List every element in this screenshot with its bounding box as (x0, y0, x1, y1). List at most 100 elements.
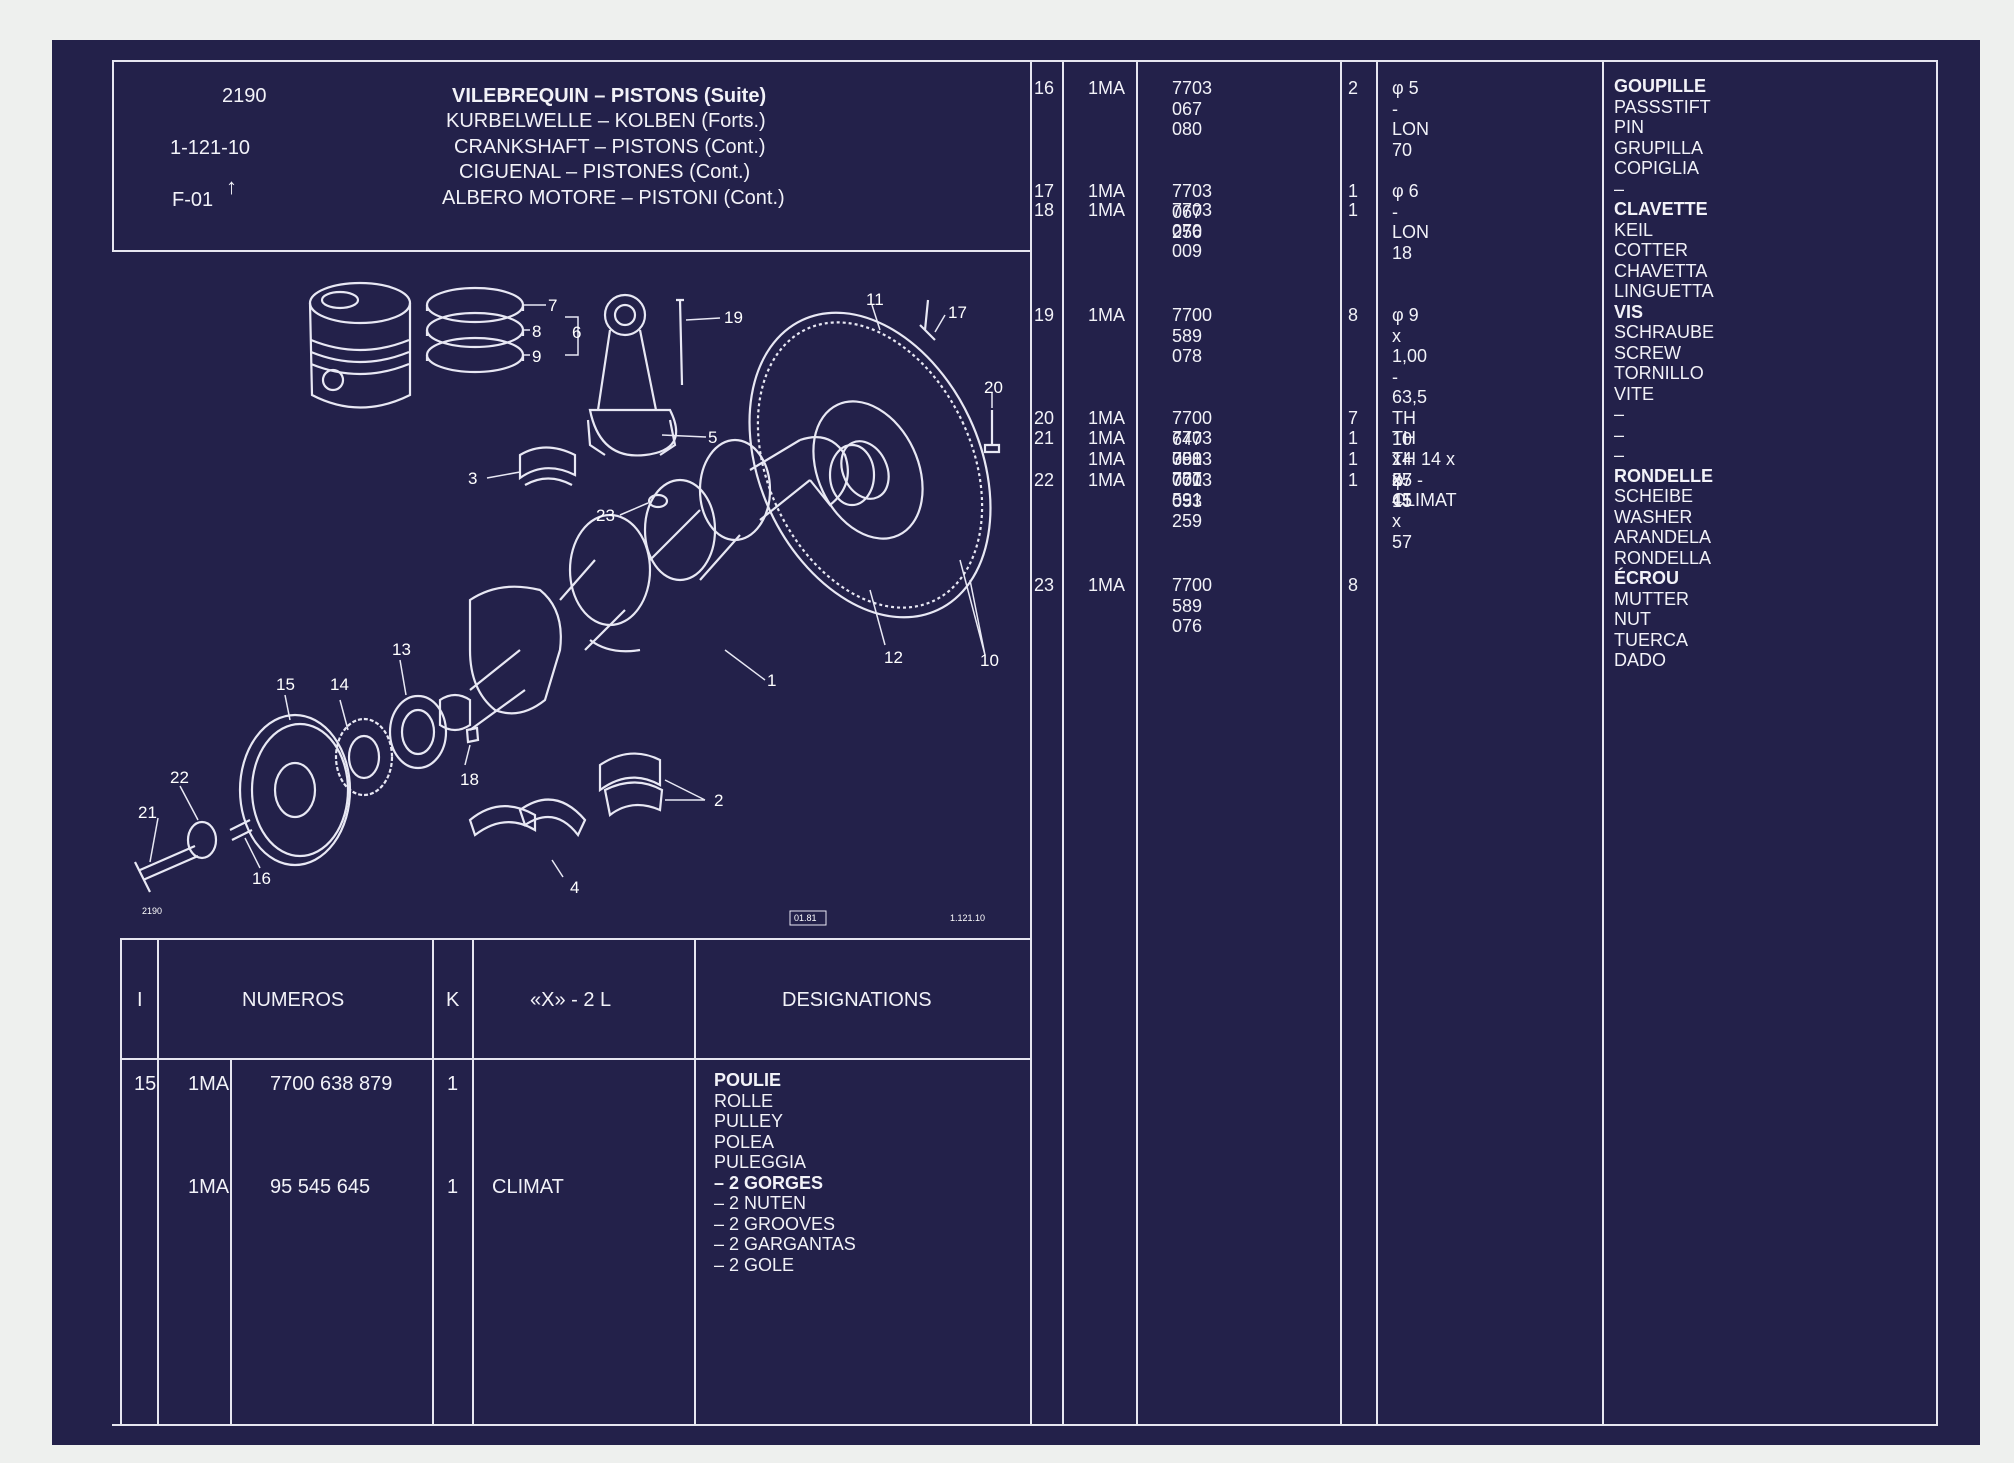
plate-number: 2190 (222, 85, 267, 107)
row-15-qty: 1 (447, 1073, 459, 1095)
pulley-drawing (238, 713, 352, 867)
spec-20: TH 10 x 27 (1392, 408, 1416, 490)
lower-divider-3 (432, 938, 434, 1426)
row-15b-prefix: 1MA (188, 1176, 230, 1198)
callout-2: 2 (714, 791, 723, 810)
designation-line: RONDELLA (1614, 547, 1712, 568)
index-20: 20 (1034, 408, 1055, 428)
qty-18: 1 (1348, 200, 1359, 220)
frame-left-lower (120, 938, 122, 1426)
prefix-19: 1MA (1088, 305, 1126, 325)
callout-3: 3 (468, 469, 477, 488)
diagram-footer-plate: 2190 (142, 906, 162, 916)
header-divider (112, 250, 1030, 252)
parts-sheet (52, 40, 1980, 1445)
designation-line: VITE (1614, 383, 1655, 404)
number-19: 7700 589 078 (1172, 305, 1213, 366)
callout-20: 20 (984, 378, 1003, 397)
callout-17: 17 (948, 303, 967, 322)
callout-21: 21 (138, 803, 157, 822)
index-18: 18 (1034, 200, 1055, 220)
flywheel-bolt-drawing (983, 410, 1001, 454)
callout-6: 6 (572, 323, 581, 342)
callout-7: 7 (548, 296, 557, 315)
callout-10: 10 (980, 651, 999, 670)
spec-19: φ 9 x 1,00 - 63,5 (1392, 305, 1428, 407)
frame-top (112, 60, 1938, 62)
flywheel-pin-drawing (919, 299, 936, 341)
callout-1: 1 (767, 671, 776, 690)
exploded-view-diagram: 7 8 9 6 19 5 3 23 11 17 20 12 10 1 13 14… (134, 281, 1003, 926)
designation-line: SCHEIBE (1614, 486, 1694, 506)
callout-23: 23 (596, 506, 615, 525)
column-divider-5 (1376, 60, 1378, 1426)
lower-divider-5 (694, 938, 696, 1426)
prefix-21b: 1MA (1088, 449, 1126, 469)
designation-line: – 2 GORGES (714, 1172, 824, 1193)
designation-line: MUTTER (1614, 588, 1689, 609)
title-en: CRANKSHAFT – PISTONS (Cont.) (454, 136, 766, 158)
rod-bolt-drawing (676, 298, 684, 386)
washer-drawing (186, 820, 218, 860)
designation-line: COTTER (1614, 240, 1688, 260)
table-header-top (120, 938, 1032, 940)
prefix-23: 1MA (1088, 575, 1126, 595)
designation-line: ROLLE (714, 1090, 774, 1111)
designation-line: GOUPILLE (1614, 76, 1707, 96)
row-15b-variant: CLIMAT (492, 1176, 564, 1198)
designation-line: – 2 NUTEN (714, 1193, 807, 1213)
nut-drawing (647, 493, 669, 509)
designation-line: COPIGLIA (1614, 158, 1700, 178)
designation-line: VIS (1614, 301, 1644, 322)
piston-drawing (308, 281, 412, 409)
diagram-footer-ref: 1.121.10 (950, 913, 985, 923)
designation-line: – (1614, 445, 1625, 465)
spec-16: φ 5 - LON 70 (1392, 78, 1430, 160)
column-divider-3 (1136, 60, 1138, 1426)
callout-18: 18 (460, 770, 479, 789)
number-21b: 7903 001 591 (1172, 449, 1213, 510)
number-23: 7700 589 076 (1172, 575, 1213, 636)
key-drawing (465, 726, 480, 744)
pulley-bolt-drawing (134, 844, 199, 893)
column-divider-4 (1340, 60, 1342, 1426)
prefix-22: 1MA (1088, 470, 1126, 490)
column-divider-1 (1030, 60, 1032, 1426)
col-header-numbers: NUMEROS (242, 989, 345, 1011)
index-22: 22 (1034, 470, 1055, 490)
designation-line: CHAVETTA (1614, 260, 1708, 281)
callout-9: 9 (532, 347, 541, 366)
prefix-16: 1MA (1088, 78, 1126, 98)
piston-rings-drawing (425, 286, 525, 374)
qty-20: 7 (1348, 408, 1359, 428)
number-17: 7703 067 256 (1172, 181, 1213, 242)
callout-13: 13 (392, 640, 411, 659)
index-21: 21 (1034, 428, 1055, 448)
connecting-rod-drawing (586, 293, 678, 457)
title-it: ALBERO MOTORE – PISTONI (Cont.) (442, 187, 785, 209)
designation-line: – 2 GARGANTAS (714, 1234, 856, 1254)
row-15-designations: POULIE ROLLE PULLEY POLEA PULEGGIA – 2 G… (714, 1070, 856, 1275)
designation-line: SCREW (1614, 342, 1681, 363)
prefix-18: 1MA (1088, 200, 1126, 220)
number-22: 7703 053 259 (1172, 470, 1213, 531)
flywheel-drawing (748, 311, 992, 619)
main-bearing-drawing (598, 752, 662, 793)
designation-line: PULEGGIA (714, 1152, 807, 1172)
qty-19: 8 (1348, 305, 1359, 325)
designation-line: TUERCA (1614, 629, 1689, 650)
lower-divider-2 (230, 1060, 232, 1426)
designation-line: – (1614, 404, 1625, 424)
callout-14: 14 (330, 675, 349, 694)
index-23: 23 (1034, 575, 1055, 595)
designation-line: TORNILLO (1614, 363, 1704, 383)
bearing-shell-3-drawing (518, 446, 577, 481)
spec-21: TH 14 x 45 (1392, 428, 1416, 510)
table-header-bottom (120, 1058, 1032, 1060)
index-19: 19 (1034, 305, 1055, 325)
frame-bottom (112, 1424, 1938, 1426)
callout-8: 8 (532, 322, 541, 341)
designation-line: DADO (1614, 650, 1667, 670)
callout-12: 12 (884, 648, 903, 667)
number-18: 7703 070 009 (1172, 200, 1213, 261)
